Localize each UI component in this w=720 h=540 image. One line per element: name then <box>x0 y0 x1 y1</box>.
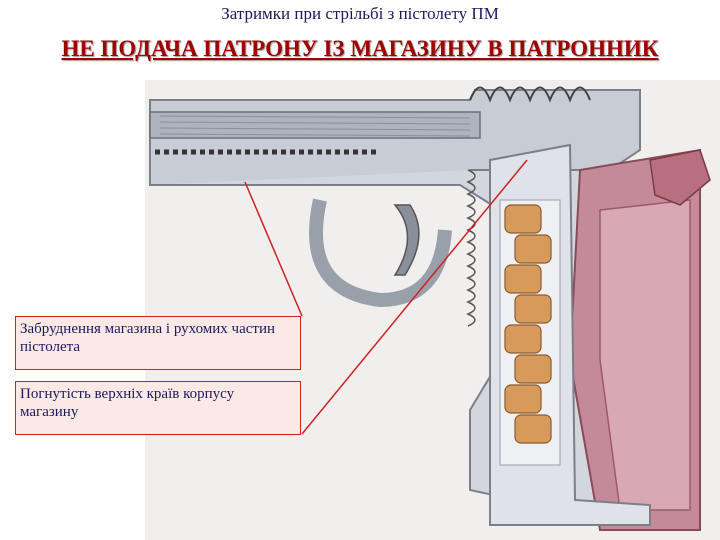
pointer-line-magazine-lips <box>301 159 528 435</box>
return-spring <box>469 86 591 103</box>
trigger <box>393 204 420 276</box>
magazine-spring <box>466 169 476 327</box>
callout-bent-magazine-lips: Погнутість верхніх країв корпусу магазин… <box>15 381 301 435</box>
pistol-cutaway-illustration <box>145 80 720 540</box>
slide-subtitle: НЕ ПОДАЧА ПАТРОНУ ІЗ МАГАЗИНУ В ПАТРОННИ… <box>61 36 659 61</box>
callout-bent-magazine-lips-text: Погнутість верхніх країв корпусу магазин… <box>20 386 235 420</box>
pointer-line-dirt <box>244 181 303 317</box>
trigger-guard <box>309 198 452 308</box>
callout-dirty-magazine-text: Забруднення магазина і рухомих частин пі… <box>20 321 276 355</box>
cartridge-stack <box>504 204 552 444</box>
hammer <box>649 149 711 206</box>
slide-title: Затримки при стрільбі з пістолету ПМ <box>221 4 499 23</box>
grip-panel <box>599 199 691 511</box>
callout-dirty-magazine: Забруднення магазина і рухомих частин пі… <box>15 316 301 370</box>
